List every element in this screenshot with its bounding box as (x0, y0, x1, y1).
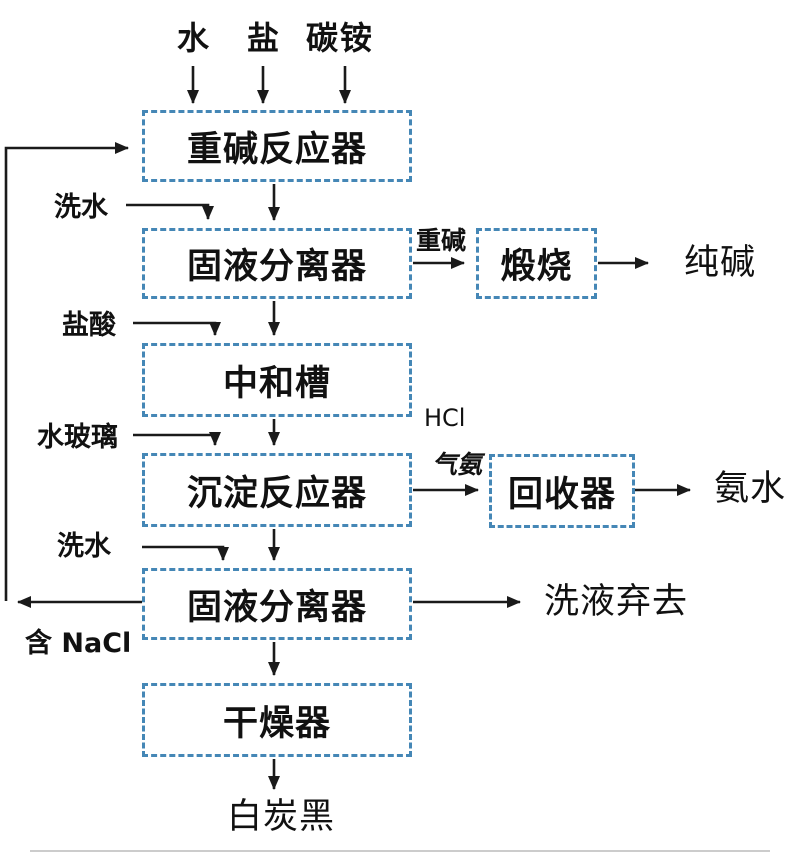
output-white-carbon-black-label: 白炭黑 (227, 797, 336, 837)
box-solid-liquid-separator-2-label: 固液分离器 (186, 587, 367, 628)
input-wash-water-1-label: 洗水 (54, 192, 108, 223)
stream-contains-nacl-label: 含 NaCl (25, 628, 132, 659)
input-hydrochloric-acid-label: 盐酸 (62, 310, 116, 341)
stream-gas-ammonia-label: 气氨 (432, 450, 483, 479)
box-solid-liquid-separator-1: 固液分离器 (142, 228, 412, 299)
box-dryer-label: 干燥器 (222, 703, 331, 744)
output-soda-ash-label: 纯碱 (684, 243, 757, 283)
box-solid-liquid-separator-1-label: 固液分离器 (186, 247, 367, 287)
box-heavy-alkali-reactor: 重碱反应器 (142, 110, 412, 182)
box-calcination: 煅烧 (476, 228, 597, 299)
box-neutralization-tank: 中和槽 (142, 343, 412, 417)
stream-heavy-alkali-label: 重碱 (416, 226, 467, 255)
stream-hcl-label: HCl (424, 404, 466, 432)
input-wash-water-2-label: 洗水 (57, 531, 111, 562)
input-ammonium-bicarbonate-label: 碳铵 (306, 19, 375, 57)
box-calcination-label: 煅烧 (500, 247, 573, 287)
box-solid-liquid-separator-2: 固液分离器 (142, 568, 412, 640)
bottom-divider-line (30, 850, 770, 852)
box-recovery-unit: 回收器 (489, 454, 635, 528)
input-water-label: 水 (177, 19, 212, 57)
arrow-hydrochloric-acid (133, 321, 221, 336)
arrow-recycle-up (4, 142, 129, 601)
output-ammonia-water-label: 氨水 (714, 469, 787, 509)
input-salt-label: 盐 (247, 19, 282, 57)
output-wash-liquid-discard-label: 洗液弃去 (544, 582, 689, 622)
box-precipitation-reactor-label: 沉淀反应器 (186, 473, 367, 514)
arrow-wash-water-1 (126, 203, 214, 220)
box-neutralization-tank-label: 中和槽 (222, 363, 331, 404)
input-water-glass-label: 水玻璃 (37, 422, 118, 453)
arrow-water-glass (133, 432, 221, 446)
box-recovery-unit-label: 回收器 (507, 474, 616, 515)
box-precipitation-reactor: 沉淀反应器 (142, 453, 412, 527)
box-heavy-alkali-reactor-label: 重碱反应器 (186, 129, 367, 170)
arrow-wash-water-2 (142, 545, 229, 561)
box-dryer: 干燥器 (142, 683, 412, 757)
